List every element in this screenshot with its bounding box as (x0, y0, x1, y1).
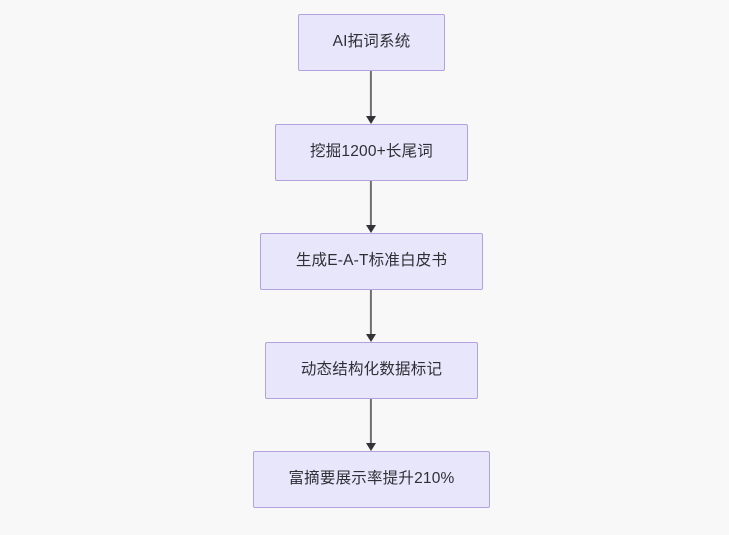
arrow-down-icon (366, 443, 376, 451)
flow-node-3-label: 生成E-A-T标准白皮书 (295, 252, 448, 270)
flow-node-5[interactable]: 富摘要展示率提升210% (253, 451, 490, 508)
arrow-down-icon (366, 225, 376, 233)
flow-node-2[interactable]: 挖掘1200+长尾词 (275, 124, 468, 181)
flow-node-3[interactable]: 生成E-A-T标准白皮书 (260, 233, 483, 290)
flow-node-5-label: 富摘要展示率提升210% (288, 470, 455, 488)
edge-line (369, 399, 373, 444)
edge-line (369, 71, 373, 117)
flow-node-4[interactable]: 动态结构化数据标记 (265, 342, 478, 399)
edge-line (369, 290, 373, 335)
flow-node-4-label: 动态结构化数据标记 (300, 361, 443, 379)
arrow-down-icon (366, 116, 376, 124)
arrow-down-icon (366, 334, 376, 342)
edge-line (369, 181, 373, 226)
flow-node-2-label: 挖掘1200+长尾词 (309, 143, 434, 161)
flow-node-1-label: AI拓词系统 (332, 33, 411, 51)
flow-node-1[interactable]: AI拓词系统 (298, 14, 445, 71)
